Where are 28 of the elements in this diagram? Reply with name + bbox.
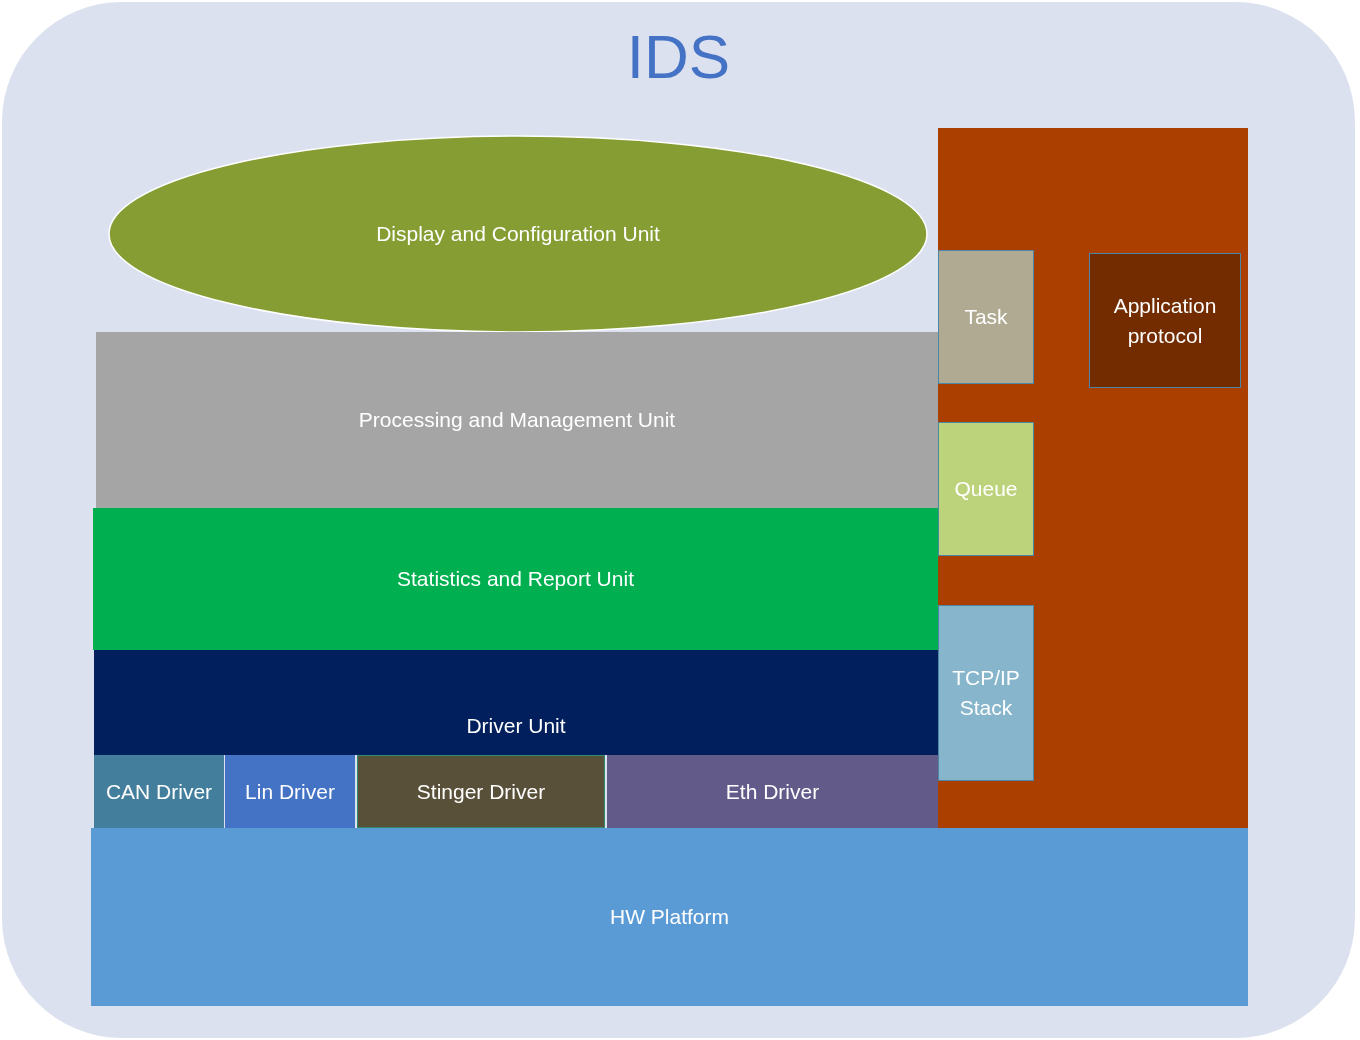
node-label: Statistics and Report Unit <box>397 566 634 592</box>
driver-box <box>357 755 605 828</box>
node-label: TCP/IP Stack <box>951 665 1021 721</box>
node-label: Application protocol <box>1112 292 1218 349</box>
node-label: Eth Driver <box>725 778 820 805</box>
os-panel <box>938 128 1248 828</box>
node-label: Task <box>964 304 1008 330</box>
node-label: Lin Driver <box>245 778 335 805</box>
node-label: HW Platform <box>610 904 729 930</box>
node-label: Display and Configuration Unit <box>376 221 660 247</box>
layer-box <box>93 508 938 650</box>
diagram-heading: IDS <box>626 22 731 92</box>
driver-box <box>607 755 938 828</box>
unit-ellipse <box>108 135 928 333</box>
component-box <box>938 422 1034 556</box>
node-label: Driver Unit <box>466 713 566 739</box>
layer-box <box>96 332 938 508</box>
driver-box <box>225 755 355 828</box>
node-label: Processing and Management Unit <box>358 407 676 433</box>
node-label: Stinger Driver <box>416 778 546 805</box>
layer-box <box>91 828 1248 1006</box>
layer-box <box>94 650 938 755</box>
component-box <box>938 250 1034 384</box>
node-label: Queue <box>954 476 1018 502</box>
driver-box <box>94 755 224 828</box>
component-box <box>938 605 1034 781</box>
component-box <box>1089 253 1241 388</box>
node-label: CAN Driver <box>105 778 213 805</box>
